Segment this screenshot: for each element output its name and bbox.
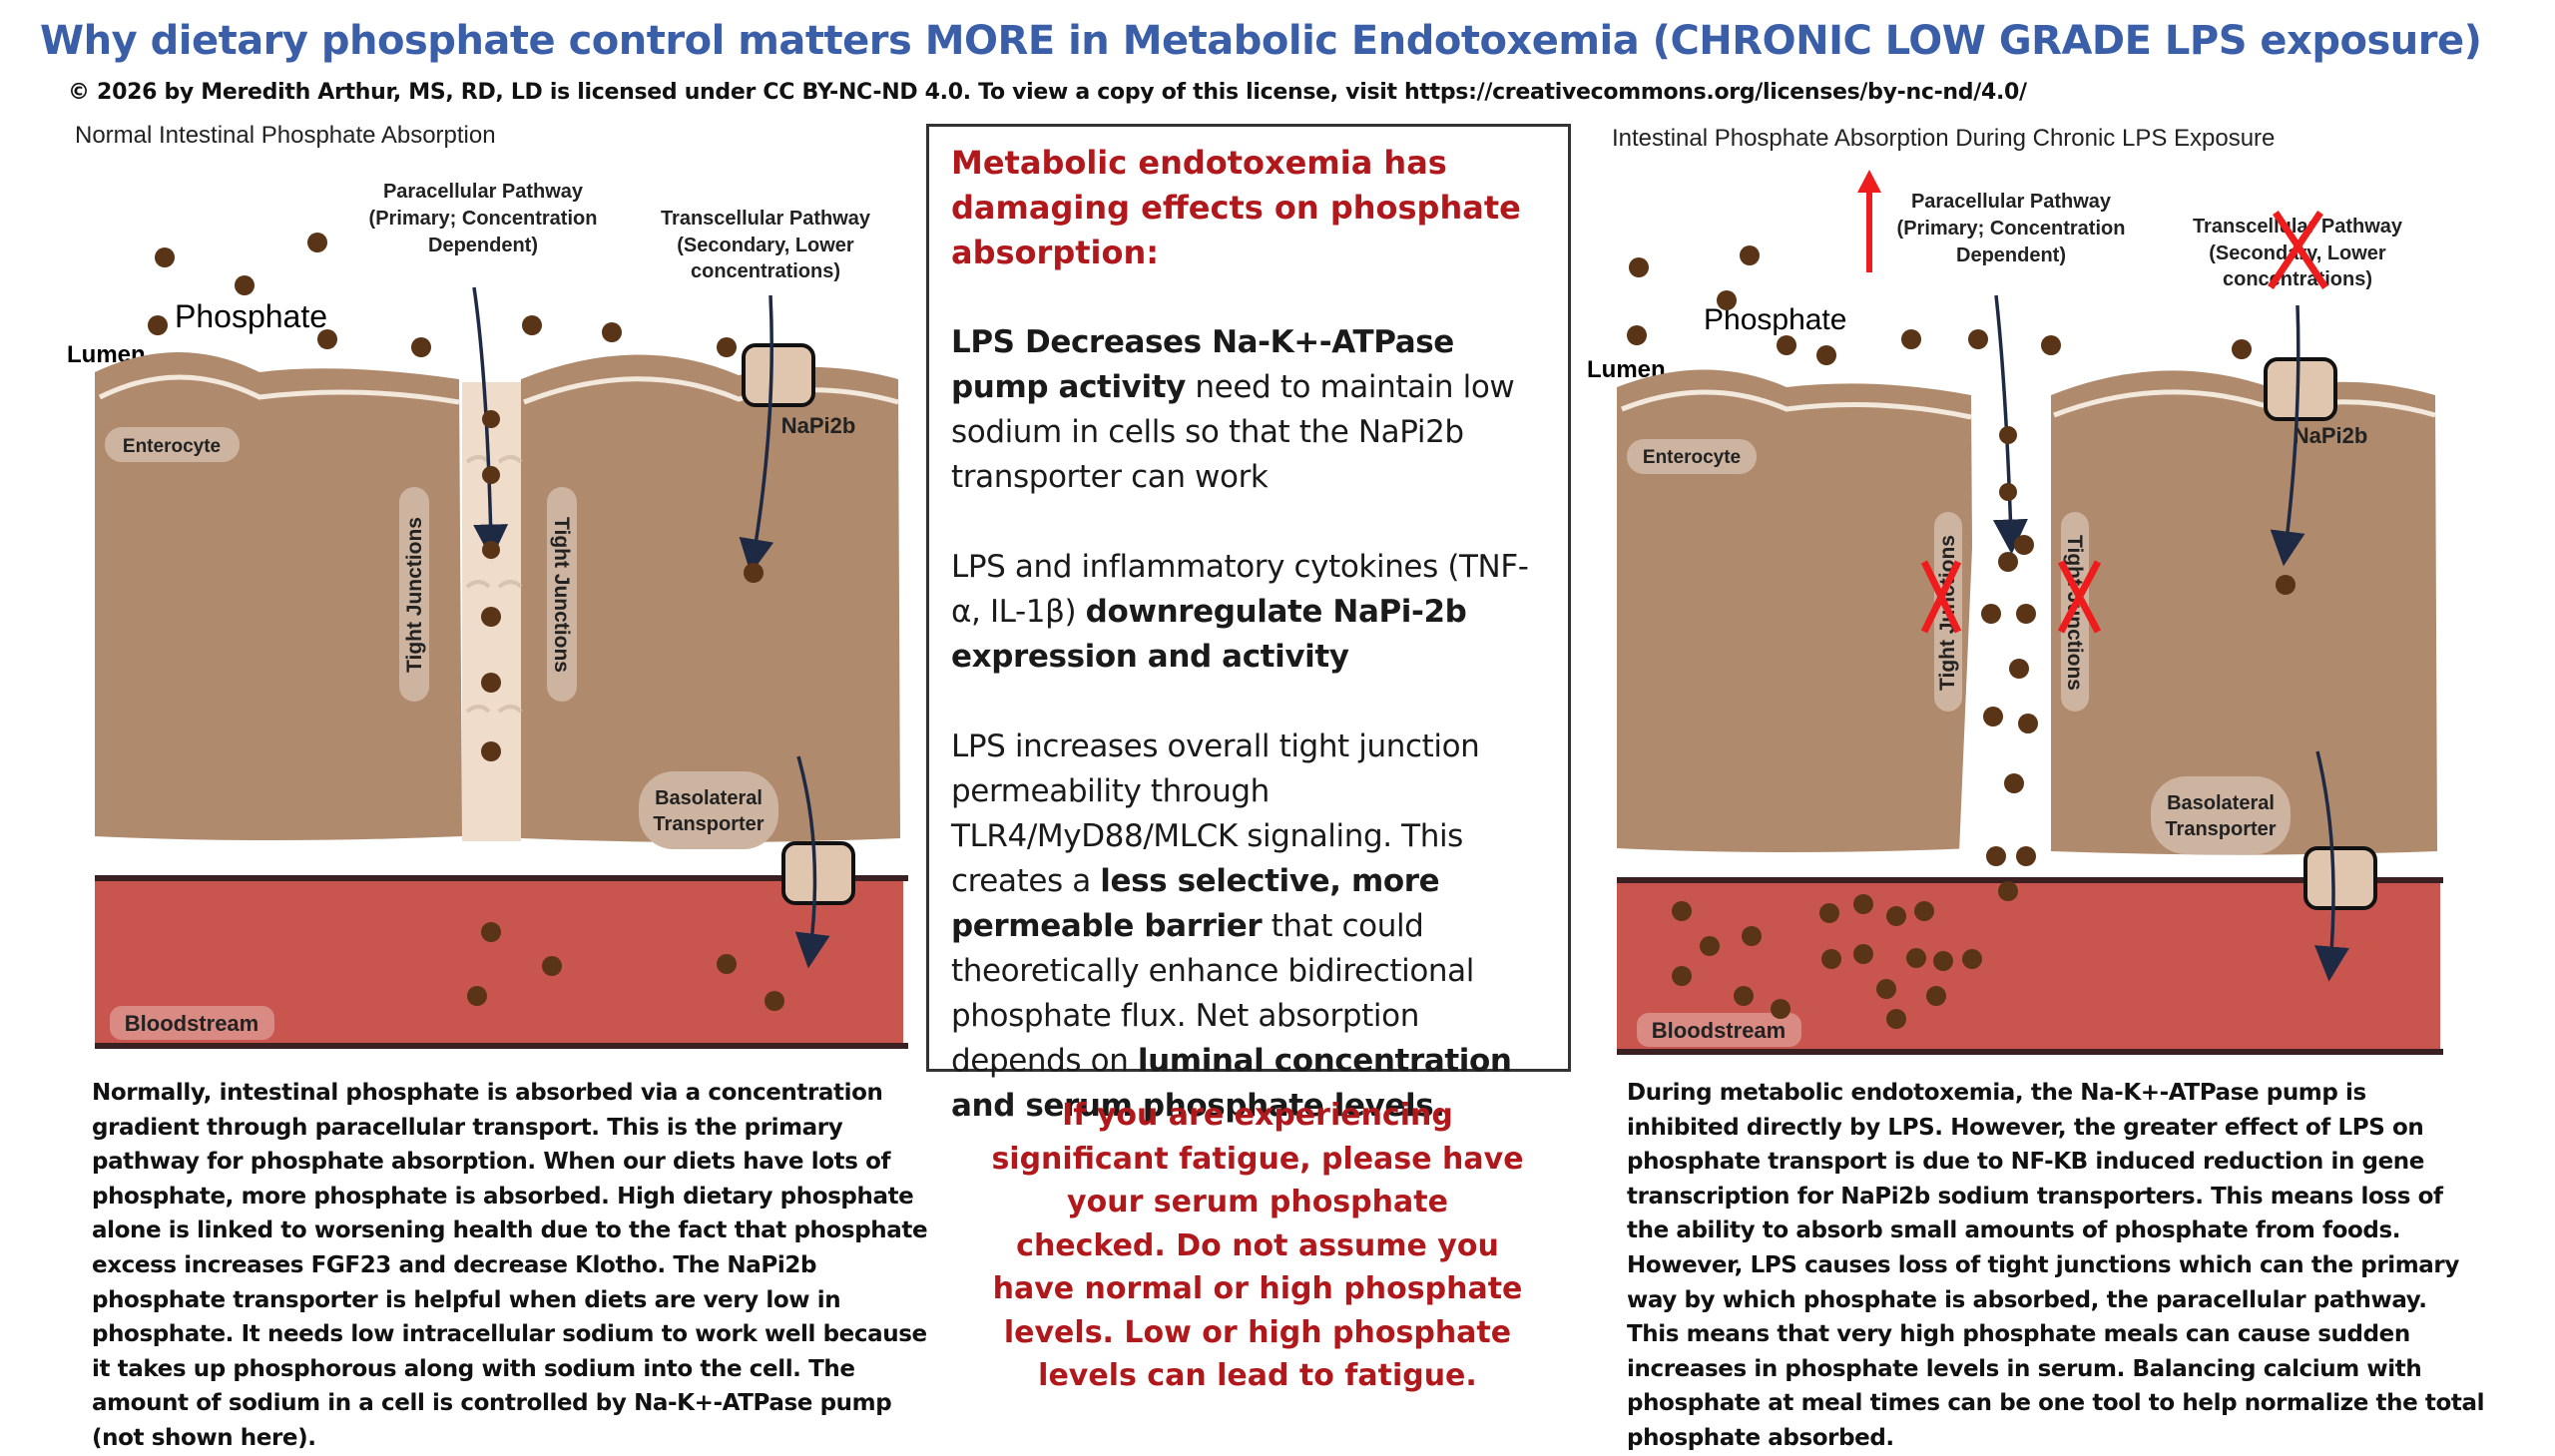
basolateral-arrow	[2314, 750, 2349, 982]
paracellular-label-line3: Dependent)	[428, 235, 538, 256]
lps-effects-heading: Metabolic endotoxemia has damaging effec…	[951, 144, 1521, 271]
lps-effect-napi2b-text: LPS and inflammatory cytokines (TNF-α, I…	[951, 549, 1529, 630]
bloodstream-label: Bloodstream	[1652, 1018, 1786, 1043]
lps-effect-tight-junctions: LPS increases overall tight junction per…	[951, 725, 1548, 1129]
tight-junction-lost-x-icon	[1920, 560, 2102, 634]
paracellular-label-line1: Paracellular Pathway	[1911, 191, 2112, 213]
page-title: Why dietary phosphate control matters MO…	[40, 18, 2482, 64]
transcellular-label-line3: concentrations)	[691, 260, 840, 282]
paracellular-label-line2: (Primary; Concentration	[369, 208, 598, 230]
napi2b-label: NaPi2b	[2294, 423, 2368, 448]
napi2b-label: NaPi2b	[781, 413, 856, 438]
basolateral-label-line1: Basolateral	[655, 787, 763, 809]
enterocyte-label: Enterocyte	[123, 436, 221, 457]
tight-junctions-label-right: Tight Junctions	[550, 517, 573, 673]
tj-bold-a: less selective, more permeable barrier	[951, 863, 1440, 944]
phosphate-label: Phosphate	[175, 298, 327, 334]
paracellular-label-line2: (Primary; Concentration	[1897, 218, 2126, 240]
normal-absorption-diagram: Normal Intestinal Phosphate Absorption P…	[60, 118, 928, 1066]
lps-effect-napump: LPS Decreases Na-K+-ATPase pump activity…	[951, 320, 1548, 500]
tj-bold-b: luminal concentration and serum phosphat…	[951, 1043, 1512, 1124]
basolateral-transporter	[781, 841, 855, 905]
napi2b-transporter	[2264, 357, 2337, 421]
enterocyte-label: Enterocyte	[1643, 447, 1741, 468]
normal-absorption-caption: Normally, intestinal phosphate is absorb…	[92, 1080, 928, 1451]
enterocyte-left	[95, 352, 462, 840]
paracellular-arrow	[472, 286, 509, 560]
transcellular-blocked-x-icon	[2268, 211, 2328, 289]
basolateral-label-line2: Transporter	[2165, 818, 2276, 840]
transcellular-label-line2: (Secondary, Lower	[677, 235, 854, 256]
tight-junctions-label-left: Tight Junctions	[403, 517, 426, 673]
diagram-title: Normal Intestinal Phosphate Absorption	[75, 122, 496, 149]
lps-effect-napi2b: LPS and inflammatory cytokines (TNF-α, I…	[951, 545, 1548, 680]
lps-effect-napump-bold: LPS Decreases Na-K+-ATPase pump activity	[951, 324, 1454, 405]
transcellular-arrow	[739, 294, 774, 575]
tj-text-a: LPS increases overall tight junction per…	[951, 728, 1480, 899]
basolateral-arrow	[794, 755, 830, 969]
enterocyte-right	[521, 354, 900, 842]
phosphate-particles	[148, 233, 784, 1011]
enterocyte-right	[2051, 370, 2437, 855]
lps-absorption-diagram: Intestinal Phosphate Absorption During C…	[1587, 118, 2475, 1066]
transcellular-label-line1: Transcellular Pathway	[661, 208, 871, 230]
bloodstream-label: Bloodstream	[125, 1011, 258, 1036]
fatigue-warning: If you are experiencing significant fati…	[991, 1098, 1524, 1393]
basolateral-label-line1: Basolateral	[2167, 792, 2275, 814]
basolateral-transporter	[2303, 846, 2377, 910]
increase-arrow-head	[1857, 170, 1881, 193]
lps-effect-napi2b-bold: downregulate NaPi-2b expression and acti…	[951, 594, 1467, 675]
lps-absorption-caption: During metabolic endotoxemia, the Na-K+-…	[1627, 1080, 2485, 1451]
transcellular-label-line3: concentrations)	[2223, 268, 2372, 290]
basolateral-label-line2: Transporter	[653, 813, 764, 835]
tj-text-b: that could theoretically enhance bidirec…	[951, 908, 1474, 1079]
transcellular-label-line2: (Secondary, Lower	[2209, 243, 2386, 264]
napi2b-transporter	[742, 343, 815, 407]
paracellular-label-line3: Dependent)	[1956, 244, 2066, 266]
lps-effects-box: Metabolic endotoxemia has damaging effec…	[926, 124, 1571, 1124]
diagram-title: Intestinal Phosphate Absorption During C…	[1612, 125, 2275, 152]
transcellular-label-line1: Transcellular Pathway	[2193, 216, 2403, 238]
license-notice: © 2026 by Meredith Arthur, MS, RD, LD is…	[68, 80, 2027, 105]
phosphate-particles	[1627, 245, 2296, 1029]
enterocyte-left	[1617, 369, 1974, 852]
lps-effect-napump-text: need to maintain low sodium in cells so …	[951, 369, 1515, 495]
paracellular-label-line1: Paracellular Pathway	[383, 181, 584, 203]
transcellular-arrow	[2270, 304, 2305, 567]
